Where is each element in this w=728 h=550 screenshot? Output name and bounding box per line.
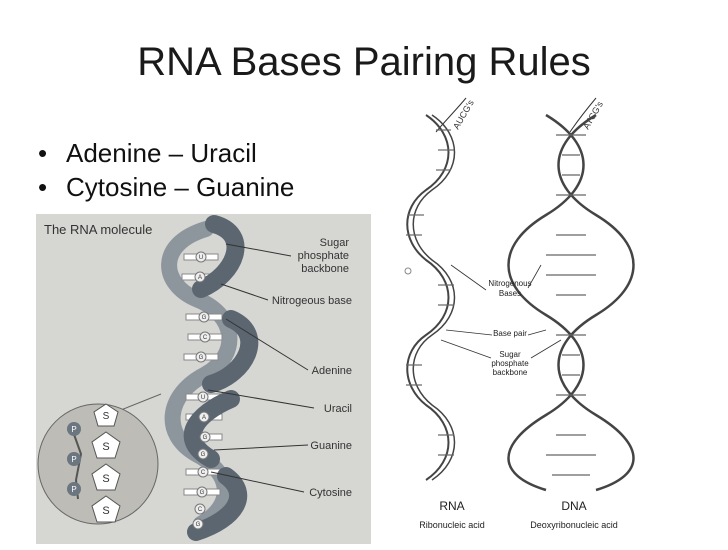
- leader-line: [220, 283, 269, 301]
- phosphate-icon: [67, 452, 81, 466]
- rna-tag-arrow: [435, 97, 467, 133]
- dna-tag-arrow: [569, 97, 597, 133]
- base-letter: A: [198, 275, 202, 281]
- rna-figure-heading: The RNA molecule: [44, 222, 152, 237]
- sugar-letter: S: [103, 411, 110, 422]
- base-bubble: [195, 251, 207, 263]
- sugar-pentagon-icon: [91, 431, 121, 459]
- base-bubble: [196, 486, 208, 498]
- label-sugar-2: phosphate: [298, 250, 349, 262]
- sugar-letter: S: [102, 505, 109, 517]
- rna-caption-sub: Ribonucleic acid: [419, 520, 485, 530]
- label-guanine: Guanine: [310, 440, 352, 452]
- inset-circle: [37, 403, 159, 525]
- phosphate-icon: [67, 482, 81, 496]
- leader-line: [213, 444, 309, 451]
- rna-molecule-figure: The RNA molecule U A G C G: [36, 214, 371, 544]
- base-bubble: [192, 518, 204, 530]
- base-bubble: [199, 431, 211, 443]
- leader-line: [530, 339, 562, 359]
- phosphate-letter: P: [71, 425, 76, 434]
- marker-circle: [404, 267, 412, 275]
- rna-helix-strand: [406, 114, 450, 481]
- label-sugar-1: Sugar: [499, 350, 521, 359]
- sugar-pentagon-icon: [91, 463, 121, 491]
- bullet-adenine-uracil: Adenine – Uracil: [38, 136, 294, 170]
- base-bubble: [194, 271, 206, 283]
- label-sugar-1: Sugar: [320, 237, 350, 249]
- label-nitrogenous-2: Bases: [499, 289, 521, 298]
- base-bubble: [195, 351, 207, 363]
- label-sugar-3: backbone: [493, 368, 528, 377]
- rna-caption-title: RNA: [439, 499, 464, 513]
- base-letter: G: [202, 315, 207, 321]
- rna-dna-helix-figure: AUCG's ATCG's: [396, 90, 728, 545]
- leader-line: [207, 389, 315, 409]
- sugar-letter: S: [102, 441, 109, 453]
- dna-helix-strand-a: [507, 113, 585, 492]
- label-sugar-3: backbone: [301, 263, 349, 275]
- label-base-pair: Base pair: [493, 329, 527, 338]
- rna-tag: AUCG's: [451, 98, 476, 131]
- label-uracil: Uracil: [324, 403, 352, 415]
- base-letter: G: [200, 490, 205, 496]
- leader-line: [440, 339, 492, 359]
- leader-line: [527, 264, 542, 289]
- inset-chain: P P P S S S S: [67, 403, 121, 523]
- rna-bases: [406, 129, 454, 456]
- dna-caption-sub: Deoxyribonucleic acid: [530, 520, 618, 530]
- label-cytosine: Cytosine: [309, 487, 352, 499]
- dna-tag: ATCG's: [581, 99, 605, 131]
- label-nitrogenous-1: Nitrogenous: [488, 279, 531, 288]
- slide-title: RNA Bases Pairing Rules: [137, 40, 591, 84]
- base-bubble: [194, 503, 206, 515]
- label-sugar-2: phosphate: [491, 359, 529, 368]
- sugar-pentagon-icon: [91, 495, 121, 523]
- leader-line: [225, 243, 292, 257]
- base-bubble: [197, 391, 209, 403]
- phosphate-letter: P: [71, 485, 76, 494]
- phosphate-letter: P: [71, 455, 76, 464]
- base-letter: G: [199, 355, 204, 361]
- base-letter: G: [203, 435, 208, 441]
- bullet-cytosine-guanine: Cytosine – Guanine: [38, 170, 294, 204]
- rna-molecule-svg: The RNA molecule U A G C G: [37, 215, 352, 541]
- base-letter: C: [198, 507, 203, 513]
- base-letter: G: [201, 452, 206, 458]
- base-letter: C: [201, 470, 206, 476]
- leader-line: [210, 471, 305, 493]
- base-bubble: [199, 331, 211, 343]
- dna-helix-strand-b: [557, 113, 635, 492]
- helix-svg: AUCG's ATCG's: [404, 97, 635, 530]
- base-bubble: [198, 311, 210, 323]
- rna-helix-strand-inner: [412, 114, 456, 481]
- bullet-list: Adenine – Uracil Cytosine – Guanine: [38, 136, 294, 204]
- label-adenine: Adenine: [312, 365, 352, 377]
- base-bubble: [197, 466, 209, 478]
- sugar-pentagon-icon: [93, 403, 119, 427]
- dna-caption-title: DNA: [561, 499, 586, 513]
- base-letter: A: [202, 415, 206, 421]
- base-letter: C: [203, 335, 208, 341]
- phosphate-icon: [67, 422, 81, 436]
- base-bubble: [198, 411, 210, 423]
- label-nitrogeous-base: Nitrogeous base: [272, 295, 352, 307]
- base-letter: U: [201, 395, 205, 401]
- leader-line: [527, 329, 547, 336]
- base-bubble: [197, 448, 209, 460]
- dna-base-pairs: [546, 134, 596, 476]
- sugar-letter: S: [102, 473, 109, 485]
- ribbon-front: [183, 215, 259, 541]
- leader-line: [450, 264, 487, 291]
- leader-line: [445, 329, 493, 336]
- base-letter: U: [199, 255, 203, 261]
- leader-line: [225, 318, 309, 371]
- base-letter: G: [196, 522, 201, 528]
